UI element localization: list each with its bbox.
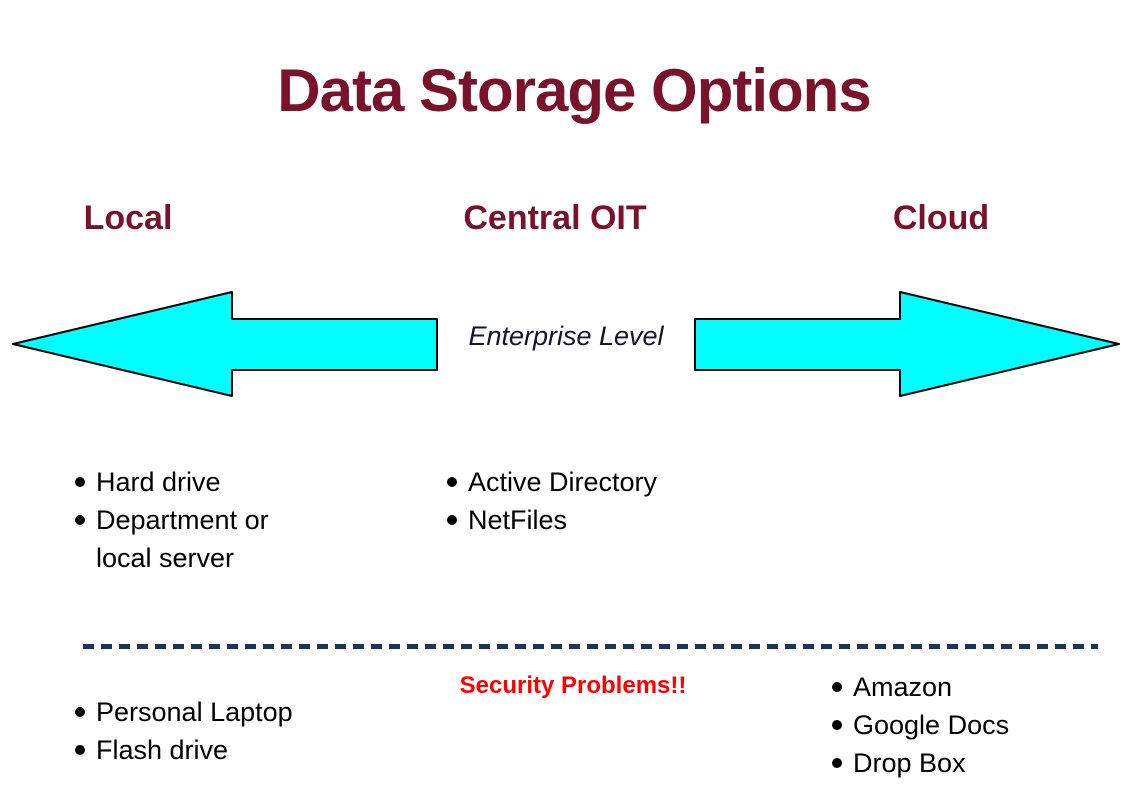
list-item: Personal Laptop [75,693,293,731]
divider-dashed-line [83,644,1098,649]
list-item: Flash drive [75,731,293,769]
list-item-label: Flash drive [96,734,229,765]
list-item: Department or [75,501,269,539]
right-arrow-shape [694,291,1120,397]
bullet-icon [832,758,842,768]
list-item: Drop Box [832,744,1009,782]
bullet-icon [75,477,85,487]
column-header-central-oit: Central OIT [463,199,647,237]
left-arrow-shape [12,291,438,397]
bullet-icon [75,707,85,717]
list-item-label: Personal Laptop [96,696,293,727]
list-item-label: Drop Box [853,747,966,778]
slide-title: Data Storage Options [277,57,871,124]
security-warning: Security Problems!! [459,672,687,699]
lower-cloud-list: Amazon Google Docs Drop Box [832,668,1009,782]
bullet-icon [447,515,457,525]
left-arrow [12,291,438,397]
list-item-label: Hard drive [96,466,221,497]
list-item-label: local server [96,542,235,573]
bullet-icon [447,477,457,487]
list-item: Google Docs [832,706,1009,744]
list-item-label: Amazon [853,671,953,702]
list-item-label: Department or [96,504,269,535]
bullet-icon [75,745,85,755]
column-header-cloud: Cloud [892,199,990,237]
list-item-label: NetFiles [468,504,568,535]
list-item-continuation: local server [96,539,269,577]
upper-central-list: Active Directory NetFiles [447,463,657,539]
upper-local-list: Hard drive Department or local server [75,463,269,577]
list-item-label: Google Docs [853,709,1010,740]
column-header-local: Local [83,199,173,237]
enterprise-level-label: Enterprise Level [468,321,664,351]
lower-local-list: Personal Laptop Flash drive [75,693,293,769]
bullet-icon [832,682,842,692]
list-item: Active Directory [447,463,657,501]
bullet-icon [832,720,842,730]
list-item: NetFiles [447,501,657,539]
list-item: Amazon [832,668,1009,706]
bullet-icon [75,515,85,525]
list-item-label: Active Directory [468,466,658,497]
list-item: Hard drive [75,463,269,501]
right-arrow [694,291,1120,397]
